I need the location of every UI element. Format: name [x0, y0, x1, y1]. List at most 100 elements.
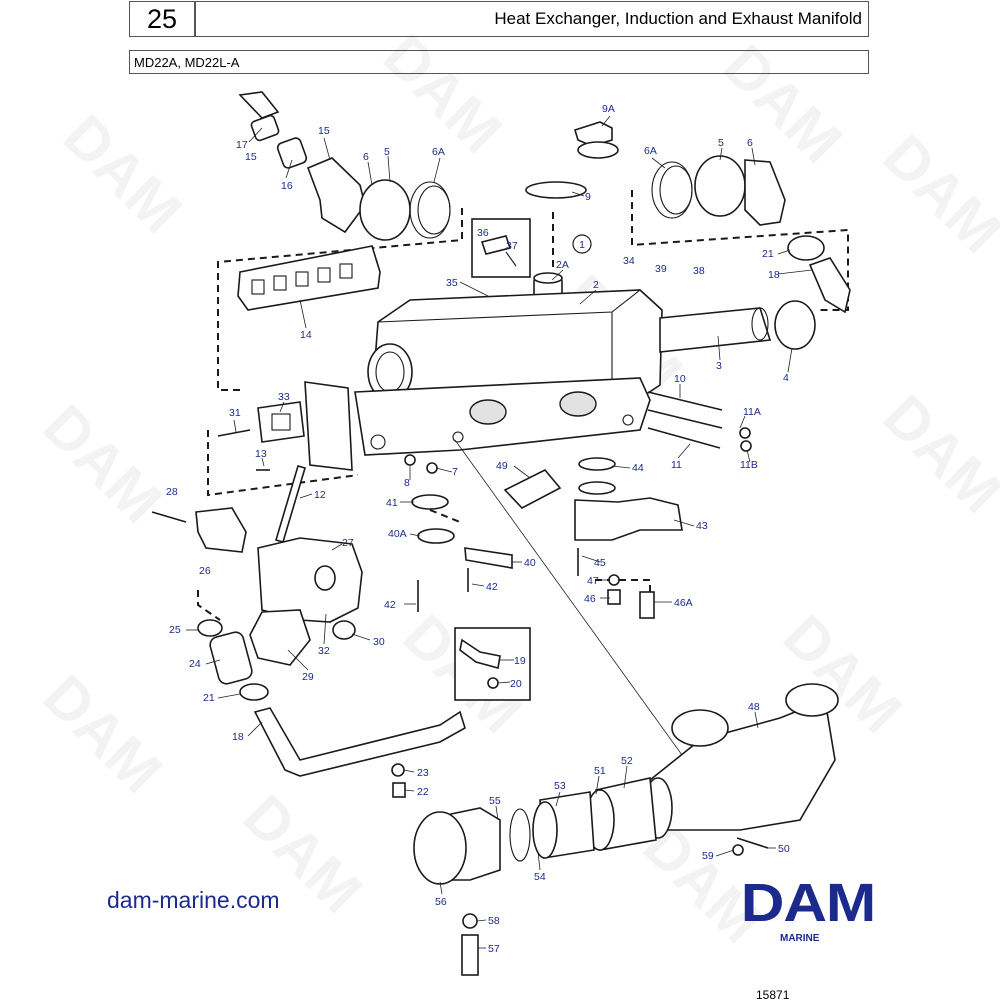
washer-47 [608, 574, 620, 586]
part-label: 21 [203, 692, 215, 704]
logo-subtext: MARINE [780, 933, 820, 944]
part-label: 45 [594, 557, 606, 569]
part-label: 4 [783, 372, 789, 384]
exhaust-elbow-48 [649, 683, 839, 831]
coolant-hose-assembly-left [238, 91, 451, 241]
part-label: 51 [594, 765, 606, 777]
part-label: 41 [386, 497, 398, 509]
part-label: 8 [404, 477, 410, 489]
callout-circle-text: 1 [579, 239, 585, 251]
part-label: 34 [623, 255, 635, 267]
part-label: 6A [644, 145, 657, 157]
part-label: 52 [621, 755, 633, 767]
page-number-text: 25 [146, 3, 178, 34]
part-label: 47 [587, 575, 599, 587]
part-label: 21 [762, 248, 774, 260]
watermark: DAM [711, 32, 855, 176]
part-label: 54 [534, 871, 546, 883]
coolant-hose-assembly-right [651, 155, 851, 350]
bolt-50 [736, 837, 769, 849]
link-bar-12 [275, 465, 306, 543]
exhaust-hose-assembly [413, 777, 673, 885]
part-label: 6 [363, 151, 369, 163]
part-label: 42 [486, 581, 498, 593]
part-label: 40A [388, 528, 407, 540]
part-label: 56 [435, 896, 447, 908]
model-designation: MD22A, MD22L-A [129, 50, 869, 74]
part-label: 10 [674, 373, 686, 385]
assembly-dashed-lines [197, 190, 849, 621]
callout-circle [572, 234, 592, 254]
fitting-46A [639, 591, 655, 619]
clamp-21 [239, 683, 269, 701]
part-label: 30 [373, 636, 385, 648]
part-label: 59 [702, 850, 714, 862]
part-label: 46 [584, 593, 596, 605]
part-label: 2A [556, 259, 569, 271]
part-label: 23 [417, 767, 429, 779]
part-label: 44 [632, 462, 644, 474]
part-label: 55 [489, 795, 501, 807]
part-label: 18 [232, 731, 244, 743]
part-label: 25 [169, 624, 181, 636]
pipe-57 [461, 934, 479, 976]
part-label: 17 [236, 139, 248, 151]
part-label: 9A [602, 103, 615, 115]
part-label: 32 [318, 645, 330, 657]
flange-plate [304, 381, 353, 471]
part-label: 49 [496, 460, 508, 472]
part-label: 11A [743, 406, 761, 418]
part-label: 6 [747, 137, 753, 149]
part-label: 11B [740, 459, 758, 471]
part-label: 33 [278, 391, 290, 403]
bracket-36 [480, 235, 512, 255]
part-label: 7 [452, 466, 458, 478]
cooling-tube-3 [659, 307, 772, 353]
bolt-28 [151, 511, 187, 523]
watermark: DAM [31, 662, 175, 806]
part-label: 24 [189, 658, 201, 670]
leader-lines [186, 115, 813, 949]
part-label: 13 [255, 448, 267, 460]
page-title-text: Heat Exchanger, Induction and Exhaust Ma… [494, 9, 862, 28]
tube-3-end [751, 307, 769, 341]
thermostat-housing-26 [195, 507, 247, 553]
part-label: 42 [384, 599, 396, 611]
clamp-25 [197, 619, 223, 637]
part-label: 15 [318, 125, 330, 137]
plate-40 [464, 547, 513, 569]
watermark: DAM [31, 392, 175, 536]
part-label: 3 [716, 360, 722, 372]
website-link[interactable]: dam-marine.com [107, 887, 280, 913]
washer-58 [462, 913, 478, 929]
part-label: 48 [748, 701, 760, 713]
part-label: 57 [488, 943, 500, 955]
gasket-33 [257, 401, 305, 443]
logo-text: DAM [740, 873, 877, 933]
part-label: 46A [674, 597, 693, 609]
part-label: 39 [655, 263, 667, 275]
part-label: 2 [593, 279, 599, 291]
part-label: 9 [585, 191, 591, 203]
part-label: 38 [693, 265, 705, 277]
washer-59 [732, 844, 744, 856]
part-label: 26 [199, 565, 211, 577]
model-designation-text: MD22A, MD22L-A [134, 54, 240, 70]
part-number-labels: 17 15 16 15 6 5 6A 9A 9 5 6 6A 36 37 34 … [166, 103, 790, 955]
part-label: 36 [477, 227, 489, 239]
clamp-19 [459, 638, 501, 670]
page-title: Heat Exchanger, Induction and Exhaust Ma… [195, 1, 869, 37]
part-label: 6A [432, 146, 445, 158]
hose-24 [209, 631, 253, 685]
page-number: 25 [129, 1, 195, 37]
gasket-14 [237, 245, 381, 311]
part-label: 16 [281, 180, 293, 192]
part-label: 12 [314, 489, 326, 501]
part-label: 50 [778, 843, 790, 855]
plug-46 [607, 589, 621, 605]
gasket-40A [417, 528, 455, 544]
part-label: 43 [696, 520, 708, 532]
part-label: 29 [302, 671, 314, 683]
screw-20 [487, 677, 499, 689]
